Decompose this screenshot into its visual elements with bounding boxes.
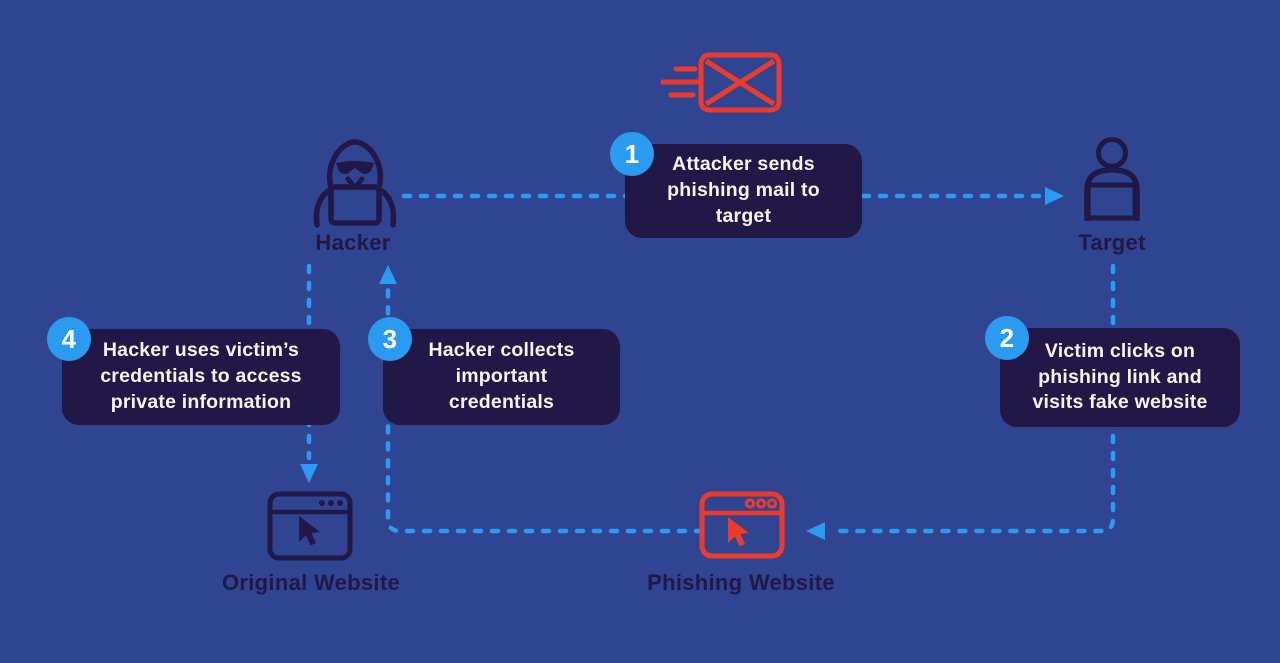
phishing-website-label: Phishing Website [647, 570, 835, 595]
step-box-1: 1 Attacker sends phishing mail to target [610, 132, 862, 238]
arrowhead-up-icon [379, 265, 397, 284]
arrowhead-down-icon [300, 464, 318, 483]
step-text: Hacker collects important credentials [428, 339, 575, 413]
hacker-label: Hacker [315, 230, 391, 255]
step-box-4: 4 Hacker uses victim’s credentials to ac… [47, 317, 340, 425]
step-number-badge: 1 [610, 132, 654, 176]
original-website-browser-icon [267, 491, 353, 561]
step-number-badge: 3 [368, 317, 412, 361]
step-text: Attacker sends phishing mail to target [667, 153, 820, 227]
target-label: Target [1078, 230, 1146, 255]
target-user-icon [1084, 137, 1140, 221]
step-text: Victim clicks on phishing link and visit… [1032, 339, 1208, 414]
step-box-3: 3 Hacker collects important credentials [368, 317, 620, 425]
phishing-website-browser-icon [699, 491, 785, 559]
step-text: Hacker uses victim’s credentials to acce… [100, 339, 302, 413]
step-box-2: 2 Victim clicks on phishing link and vis… [985, 316, 1240, 427]
arrowhead-left-icon [806, 522, 825, 540]
step-number-badge: 2 [985, 316, 1029, 360]
arrow-target-to-phishing [827, 263, 1116, 534]
hacker-icon [313, 139, 397, 228]
arrowhead-right-icon [1045, 187, 1064, 205]
speeding-mail-icon [660, 52, 782, 113]
step-number-badge: 4 [47, 317, 91, 361]
original-website-label: Original Website [222, 570, 400, 595]
arrow-phishing-to-hacker [385, 287, 705, 534]
